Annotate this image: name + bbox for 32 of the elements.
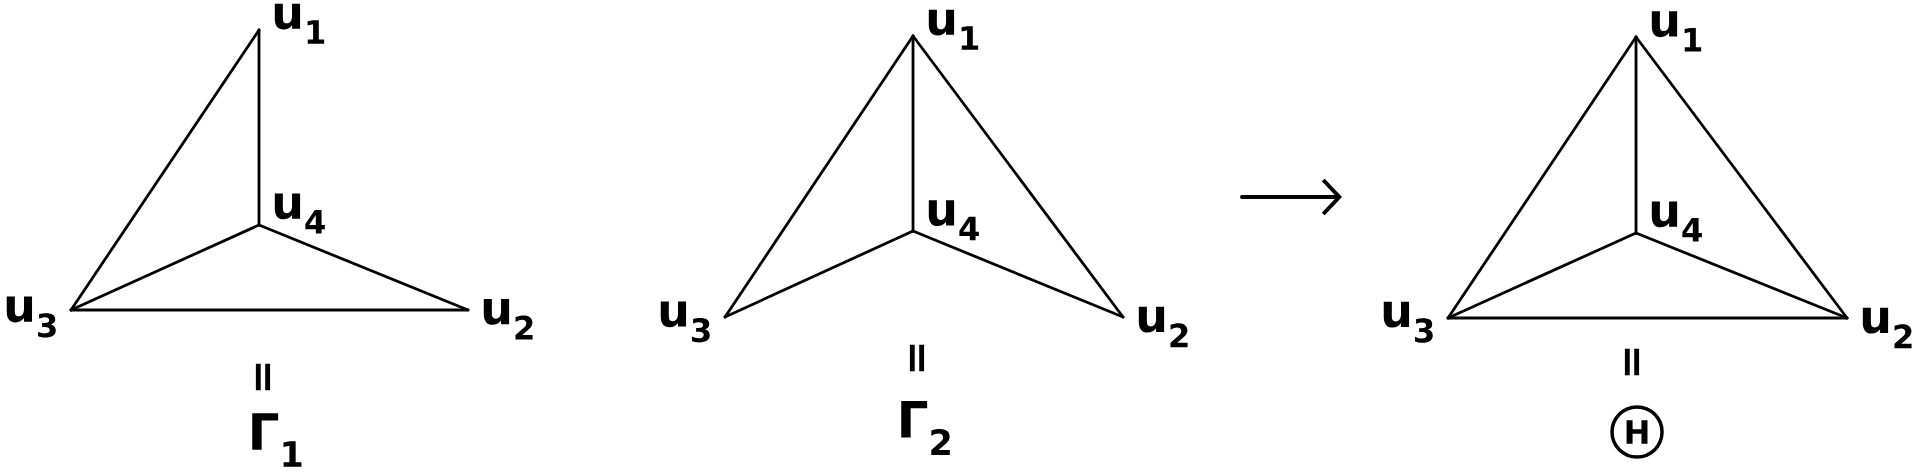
vertex-label: u$_{2}$ [1138, 306, 1188, 348]
graph-edge [723, 229, 915, 319]
graph-edge [723, 34, 915, 319]
graph-edge [1446, 231, 1638, 320]
graph-name: Γ$_{1}$ [252, 413, 302, 467]
vertex-label: u$_{1}$ [274, 3, 325, 44]
graph-edge [69, 308, 470, 312]
graph-edge [1446, 35, 1638, 320]
vertex-label: u$_{4}$ [1651, 201, 1702, 242]
graph-edge [69, 223, 261, 312]
vertex-label: u$_{2}$ [483, 299, 533, 340]
graph-edge [257, 28, 261, 227]
graph-name: Γ$_{2}$ [901, 401, 950, 455]
equals-sign: = [909, 344, 925, 372]
graph-edge [1446, 316, 1849, 320]
graph-edge [69, 28, 261, 312]
vertex-label: u$_{1}$ [1651, 11, 1702, 52]
graph-edge [1634, 231, 1849, 320]
graph-edge [911, 34, 1125, 319]
vertex-label: u$_{4}$ [928, 200, 979, 241]
vertex-label: u$_{2}$ [1862, 307, 1912, 349]
equals-sign: = [255, 363, 271, 391]
vertex-label: u$_{3}$ [1383, 301, 1433, 343]
vertex-label: u$_{3}$ [6, 296, 56, 338]
equals-sign: = [1624, 348, 1640, 376]
graph-edge [1634, 35, 1849, 320]
graph-edge [257, 223, 470, 312]
vertex-label: u$_{4}$ [274, 193, 325, 234]
vertex-label: u$_{1}$ [928, 9, 979, 50]
circled-label: H [1610, 405, 1664, 459]
graph-edge [911, 229, 1125, 319]
vertex-label: u$_{3}$ [660, 301, 710, 343]
